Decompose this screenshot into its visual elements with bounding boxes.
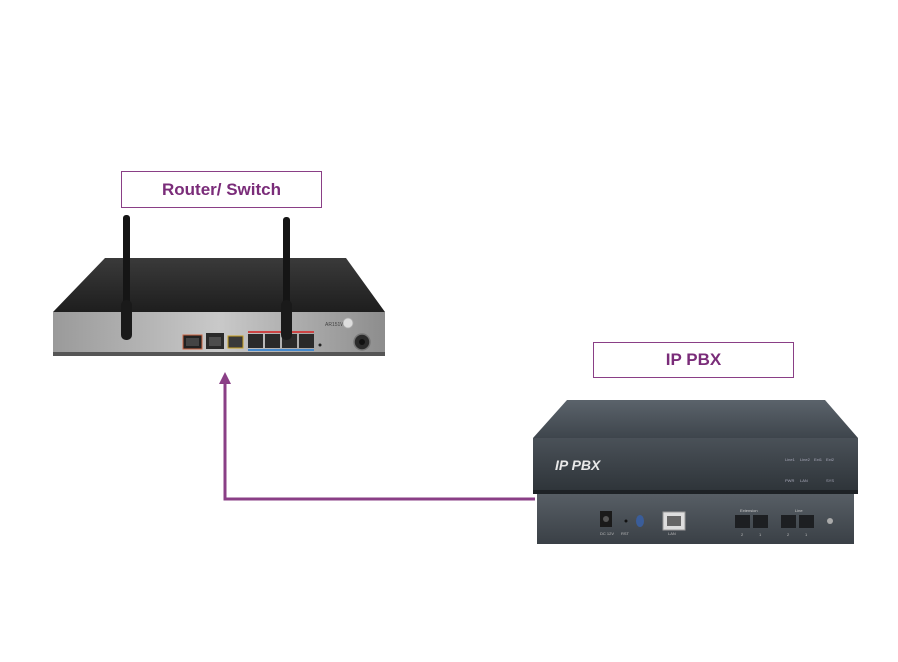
line-label: Line xyxy=(795,508,803,513)
port-number: 1 xyxy=(805,532,808,537)
port-number: 2 xyxy=(787,532,790,537)
lan-port[interactable] xyxy=(299,334,314,348)
led-label: LAN xyxy=(800,478,808,483)
router-device: AR151W xyxy=(53,215,385,356)
pbx-front-panel xyxy=(533,438,858,490)
led-label: PWR xyxy=(785,478,794,483)
right-antenna xyxy=(281,217,292,340)
ground-screw-icon xyxy=(827,518,833,524)
lan-port[interactable] xyxy=(248,334,263,348)
line-port[interactable] xyxy=(781,515,796,528)
huawei-logo-icon xyxy=(342,317,354,329)
connection-line xyxy=(219,372,535,501)
extension-port[interactable] xyxy=(753,515,768,528)
ip-pbx-device: IP PBX Line1 Line2 Ext1 Ext2 PWR LAN SYS… xyxy=(533,400,858,544)
pbx-front-text: IP PBX xyxy=(555,457,602,473)
extension-label: Extension xyxy=(740,508,758,513)
reset-hole[interactable] xyxy=(318,343,322,347)
port-number: 1 xyxy=(759,532,762,537)
led-label: Line2 xyxy=(800,457,811,462)
extension-port[interactable] xyxy=(735,515,750,528)
power-switch[interactable] xyxy=(636,515,644,527)
router-switch-label: Router/ Switch xyxy=(121,171,322,208)
router-model-text: AR151W xyxy=(325,322,345,328)
led-label: Ext2 xyxy=(826,457,835,462)
rst-label: RST xyxy=(621,531,630,536)
arrow-up-icon xyxy=(219,372,231,384)
pbx-led-panel: Line1 Line2 Ext1 Ext2 PWR LAN SYS xyxy=(785,457,835,483)
ip-pbx-label: IP PBX xyxy=(593,342,794,378)
led-label: SYS xyxy=(826,478,834,483)
port-number: 2 xyxy=(741,532,744,537)
router-top-surface xyxy=(53,258,385,312)
sfp-port[interactable] xyxy=(227,335,244,349)
left-antenna xyxy=(121,215,132,340)
reset-button[interactable] xyxy=(624,519,628,523)
led-label: Ext1 xyxy=(814,457,823,462)
lan-label: LAN xyxy=(668,531,676,536)
lan-port[interactable] xyxy=(265,334,280,348)
led-label: Line1 xyxy=(785,457,796,462)
dc-label: DC 12V xyxy=(600,531,614,536)
line-port[interactable] xyxy=(799,515,814,528)
pbx-top-surface xyxy=(533,400,858,438)
